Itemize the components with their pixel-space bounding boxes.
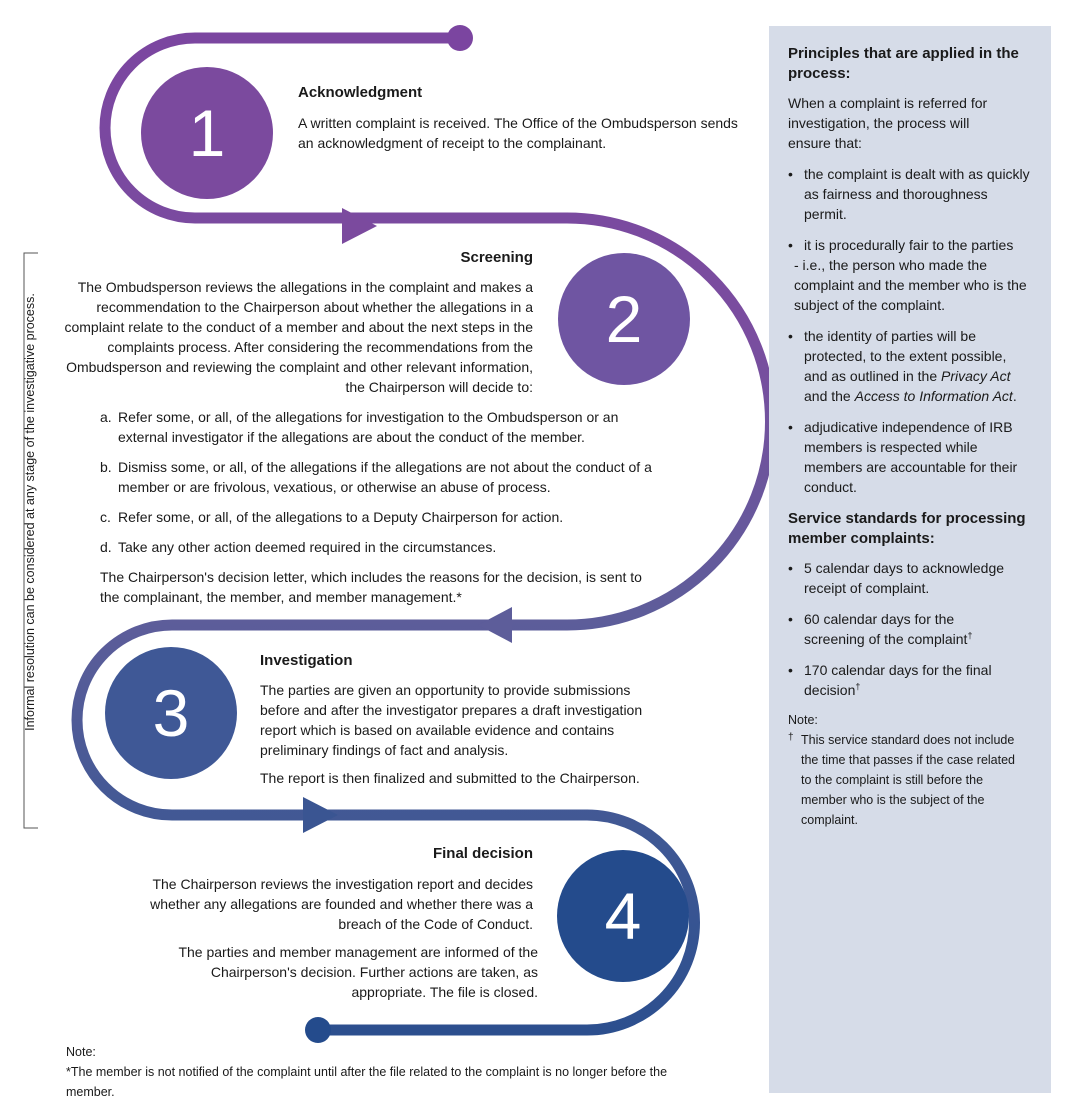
bracket-line	[23, 252, 38, 829]
principle-item: • it is procedurally fair to the parties…	[788, 237, 1027, 313]
principle-item: • the identity of parties will be protec…	[788, 328, 1017, 404]
stage-2-option-c: c. Refer some, or all, of the allegation…	[100, 509, 564, 525]
stage-2-option-d: d. Take any other action deemed required…	[100, 539, 497, 555]
flow-arrow-1	[342, 208, 377, 244]
standard-item: • 170 calendar days for the final decisi…	[788, 662, 992, 698]
stage-1-text: A written complaint is received. The Off…	[298, 115, 738, 151]
stage-3-content: Investigation The parties are given an o…	[260, 651, 670, 788]
principle-item: • adjudicative independence of IRB membe…	[788, 419, 1018, 495]
stage-2-closing: The Chairperson's decision letter, which…	[100, 569, 642, 605]
stage-1-title: Acknowledgment	[298, 84, 423, 101]
footnote-text: *The member is not notified of the compl…	[66, 1065, 668, 1099]
stage-2-option-a: a. Refer some, or all, of the allegation…	[100, 409, 619, 445]
stage-2-intro: The Ombudsperson reviews the allegations…	[64, 279, 533, 395]
sidebar-note: † This service standard does not include…	[788, 732, 1016, 827]
principles-list: • the complaint is dealt with as quickly…	[788, 164, 1033, 497]
stage-4-title: Final decision	[432, 845, 533, 862]
principles-intro: When a complaint is referred for investi…	[788, 95, 988, 151]
stage-3-text-1: The parties are given an opportunity to …	[260, 682, 643, 758]
stage-3-text-2: The report is then finalized and submitt…	[260, 770, 640, 786]
standard-item: • 60 calendar days for the screening of …	[788, 611, 973, 647]
principles-heading: Principles that are applied in the proce…	[788, 45, 1019, 82]
stage-3-title: Investigation	[260, 652, 353, 669]
stage-1-content: Acknowledgment A written complaint is re…	[298, 83, 738, 153]
principle-item: • the complaint is dealt with as quickly…	[788, 166, 1030, 222]
flow-line	[71, 32, 776, 1036]
stage-4-text-1: The Chairperson reviews the investigatio…	[150, 876, 533, 932]
stage-2-content: Screening The Ombudsperson reviews the a…	[60, 248, 660, 607]
stage-2-title: Screening	[460, 249, 533, 266]
stage-4-badge: 4	[557, 850, 689, 982]
standard-item: • 5 calendar days to acknowledge receipt…	[788, 560, 1005, 596]
flow-end-dot	[305, 1017, 331, 1043]
flow-arrow-2	[478, 607, 512, 643]
standards-heading: Service standards for processing member …	[788, 510, 1026, 547]
stage-2-badge: 2	[558, 253, 690, 385]
flow-arrow-3	[303, 797, 338, 833]
informal-resolution-note: Informal resolution can be considered at…	[23, 293, 37, 731]
footnote-label: Note:	[66, 1045, 96, 1059]
stage-4-text-2: The parties and member management are in…	[178, 944, 538, 1000]
stage-4-content: Final decision The Chairperson reviews t…	[150, 844, 538, 1002]
flow-start-dot	[447, 25, 473, 51]
stage-3-badge: 3	[105, 647, 237, 779]
sidebar-note-label: Note:	[788, 713, 818, 727]
stage-1-badge: 1	[141, 67, 273, 199]
stage-2-option-b: b. Dismiss some, or all, of the allegati…	[100, 459, 652, 495]
standards-list: • 5 calendar days to acknowledge receipt…	[788, 558, 1013, 700]
principles-panel: Principles that are applied in the proce…	[769, 26, 1051, 1093]
footnote: Note: *The member is not notified of the…	[66, 1042, 686, 1102]
stage-2-options: a. Refer some, or all, of the allegation…	[100, 407, 660, 557]
